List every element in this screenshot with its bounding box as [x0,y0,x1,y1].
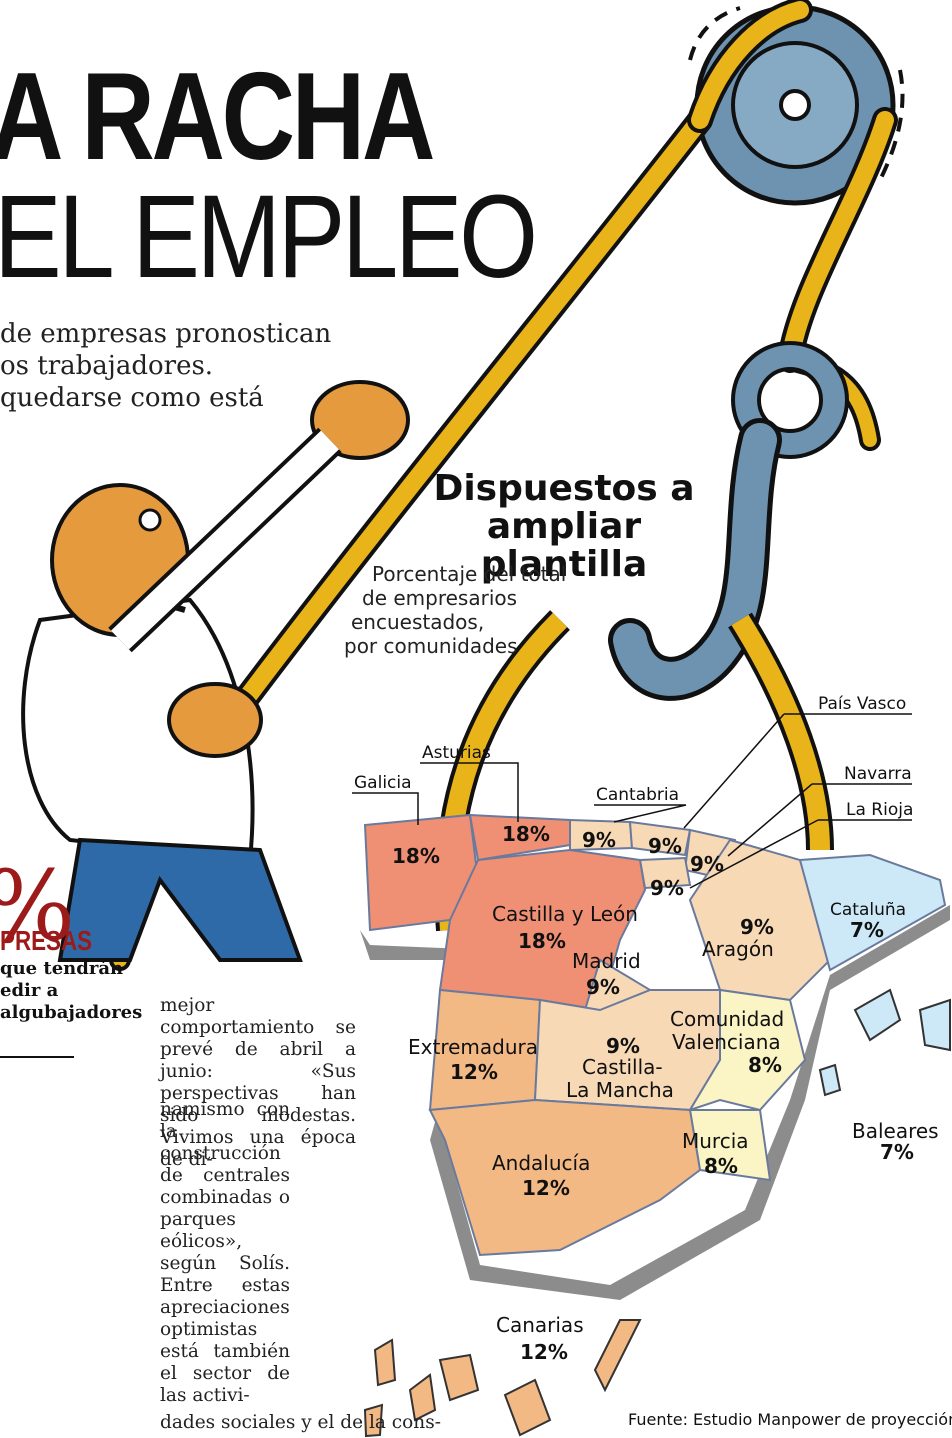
stat-percent: % [0,858,75,954]
stat-caption: que tendrán edir a algubajadores [0,958,143,1023]
inset-subtitle-line-2: de empresarios [362,586,518,610]
inset-title-line-2: ampliar plantilla [480,506,648,585]
headline-line-2: EL EMPLEO [0,171,538,303]
label-valenciana-1: Comunidad [670,1007,785,1031]
value-baleares: 7% [880,1140,914,1164]
region-andalucia-shape [428,1098,702,1257]
inset-subtitle-line-1: Porcentaje del total [372,562,567,586]
callout-navarra: Navarra [844,764,912,784]
article-para-2: namismo con la construcción de centrales… [160,1099,290,1406]
deck-line-1: de empresas pronostican [0,319,332,349]
article-para-3: dades sociales y el de la cons- [160,1412,441,1433]
region-cataluna-shape [798,853,947,972]
label-castilla-mancha-1: Castilla- [582,1055,663,1079]
man-illustration [21,380,410,962]
deck-line-2: os trabajadores. [0,351,214,381]
value-madrid: 9% [586,975,620,999]
inset-subtitle-line-4: por comunidades [344,634,518,658]
value-galicia: 18% [392,844,440,868]
value-castilla-mancha: 9% [606,1034,640,1058]
label-valenciana-2: Valenciana [672,1030,781,1054]
rope-illustration [106,0,898,971]
callout-pais-vasco: País Vasco [818,694,907,714]
region-pais-vasco-shape [628,820,692,857]
value-canarias: 12% [520,1340,568,1364]
region-valenciana-shape [687,988,807,1112]
value-aragon: 9% [740,915,774,939]
value-pais-vasco: 9% [648,834,682,858]
value-cantabria: 9% [582,828,616,852]
canarias-islands [363,1319,642,1438]
label-aragon: Aragón [702,937,774,961]
callout-la-rioja: La Rioja [846,800,914,820]
value-navarra: 9% [690,852,724,876]
value-la-rioja: 9% [650,876,684,900]
value-valenciana: 8% [748,1053,782,1077]
callout-galicia: Galicia [354,773,412,793]
callout-asturias: Asturias [422,743,491,763]
value-asturias: 18% [502,822,550,846]
inset-title: Dispuestos a ampliar plantilla [414,470,714,584]
callout-cantabria: Cantabria [596,785,680,805]
deck: de empresas pronostican os trabajadores.… [0,318,331,414]
baleares-islands [818,988,951,1097]
label-castilla-leon: Castilla y León [492,902,638,926]
map-regions [363,813,947,1257]
deck-line-3: quedarse como está [0,383,264,413]
source-note: Fuente: Estudio Manpower de proyección [628,1410,952,1429]
label-andalucia: Andalucía [492,1151,591,1175]
value-extremadura: 12% [450,1060,498,1084]
value-andalucia: 12% [522,1176,570,1200]
label-baleares: Baleares [852,1119,939,1143]
spain-map [360,813,951,1438]
label-canarias: Canarias [496,1313,584,1337]
value-cataluna: 7% [850,918,884,942]
label-madrid: Madrid [572,949,641,973]
label-castilla-mancha-2: La Mancha [566,1078,674,1102]
inset-title-line-1: Dispuestos a [433,468,695,509]
label-extremadura: Extremadura [408,1035,538,1059]
headline-line-1: A RACHA [0,48,435,186]
label-murcia: Murcia [682,1129,749,1153]
map-relief [360,905,950,1300]
value-castilla-leon: 18% [518,929,566,953]
value-murcia: 8% [704,1154,738,1178]
stat-label: PRESAS [0,925,93,956]
stat-rule [0,1056,74,1058]
label-cataluna: Cataluña [830,900,907,920]
inset-subtitle-line-3: encuestados, [351,610,485,634]
article-para-1: mejor comportamiento se prevé de abril a… [160,995,356,1170]
